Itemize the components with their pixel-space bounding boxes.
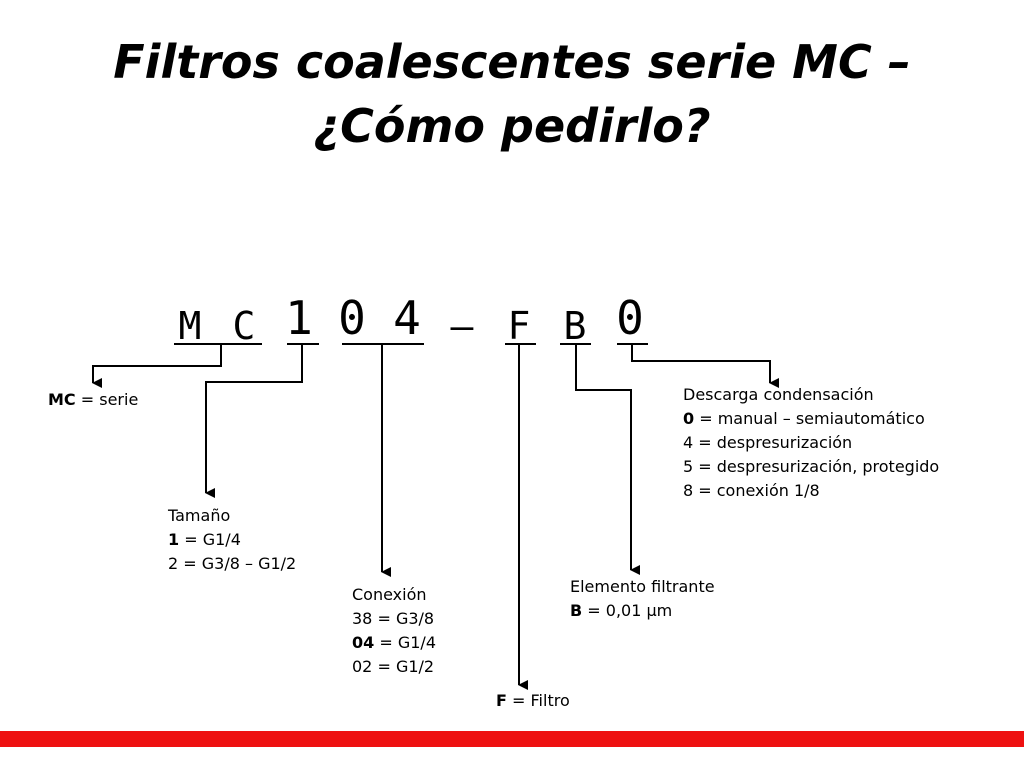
tamano-option-2: 2 = G3/8 – G1/2 [168,554,297,573]
conexion-option-2-key: 04 [352,633,375,652]
code-char-drain: 0 [616,291,644,345]
filtro-key: F [496,691,507,710]
serie-key: MC [48,390,76,409]
label-conexion: Conexión 38 = G3/8 04 = G1/4 02 = G1/2 [352,583,436,679]
conexion-option-1: 38 = G3/8 [352,609,435,628]
descarga-option-1: 0 = manual – semiautomático [683,407,939,431]
conexion-heading: Conexión [352,585,427,604]
descarga-heading: Descarga condensación [683,385,874,404]
label-tamano: Tamaño 1 = G1/4 2 = G3/8 – G1/2 [168,504,296,576]
label-elemento: Elemento filtrante B = 0,01 µm [570,575,715,623]
descarga-option-1-text: = manual – semiautomático [694,409,925,428]
code-char-conn-2: 4 [393,291,421,345]
descarga-option-4: 8 = conexión 1/8 [683,481,820,500]
arrow-descarga [631,344,779,388]
descarga-option-3: 5 = despresurización, protegido [683,457,940,476]
title-line-2: ¿Cómo pedirlo? [313,99,711,153]
elemento-heading: Elemento filtrante [570,577,715,596]
code-char-conn-1: 0 [338,291,366,345]
code-char-c: C [232,304,256,348]
code-char-filter: F [507,304,531,348]
code-char-dash: – [450,304,474,348]
label-serie: MC = serie [48,388,138,412]
tamano-option-1: 1 = G1/4 [168,528,296,552]
descarga-option-2: 4 = despresurización [683,433,853,452]
arrow-serie [92,344,222,388]
filtro-text: = Filtro [506,691,570,710]
tamano-option-1-key: 1 [168,530,180,549]
elemento-option-1: B = 0,01 µm [570,599,715,623]
title-line-1: Filtros coalescentes serie MC – [113,35,911,89]
descarga-option-1-key: 0 [683,409,695,428]
elemento-option-1-text: = 0,01 µm [582,601,673,620]
elemento-option-1-key: B [570,601,583,620]
code-char-element: B [563,304,587,348]
conexion-option-2-text: = G1/4 [374,633,436,652]
tamano-option-1-text: = G1/4 [179,530,241,549]
footer-accent-bar [0,731,1024,747]
serie-text: = serie [75,390,139,409]
conexion-option-2: 04 = G1/4 [352,631,436,655]
label-descarga: Descarga condensación 0 = manual – semia… [683,383,939,503]
code-char-m: M [178,304,202,348]
page-title: Filtros coalescentes serie MC – ¿Cómo pe… [0,30,1024,158]
arrow-tamano [205,344,303,498]
arrow-elemento [575,344,640,575]
label-filtro: F = Filtro [496,689,570,713]
code-char-size: 1 [285,291,313,345]
tamano-heading: Tamaño [168,506,231,525]
conexion-option-3: 02 = G1/2 [352,657,435,676]
